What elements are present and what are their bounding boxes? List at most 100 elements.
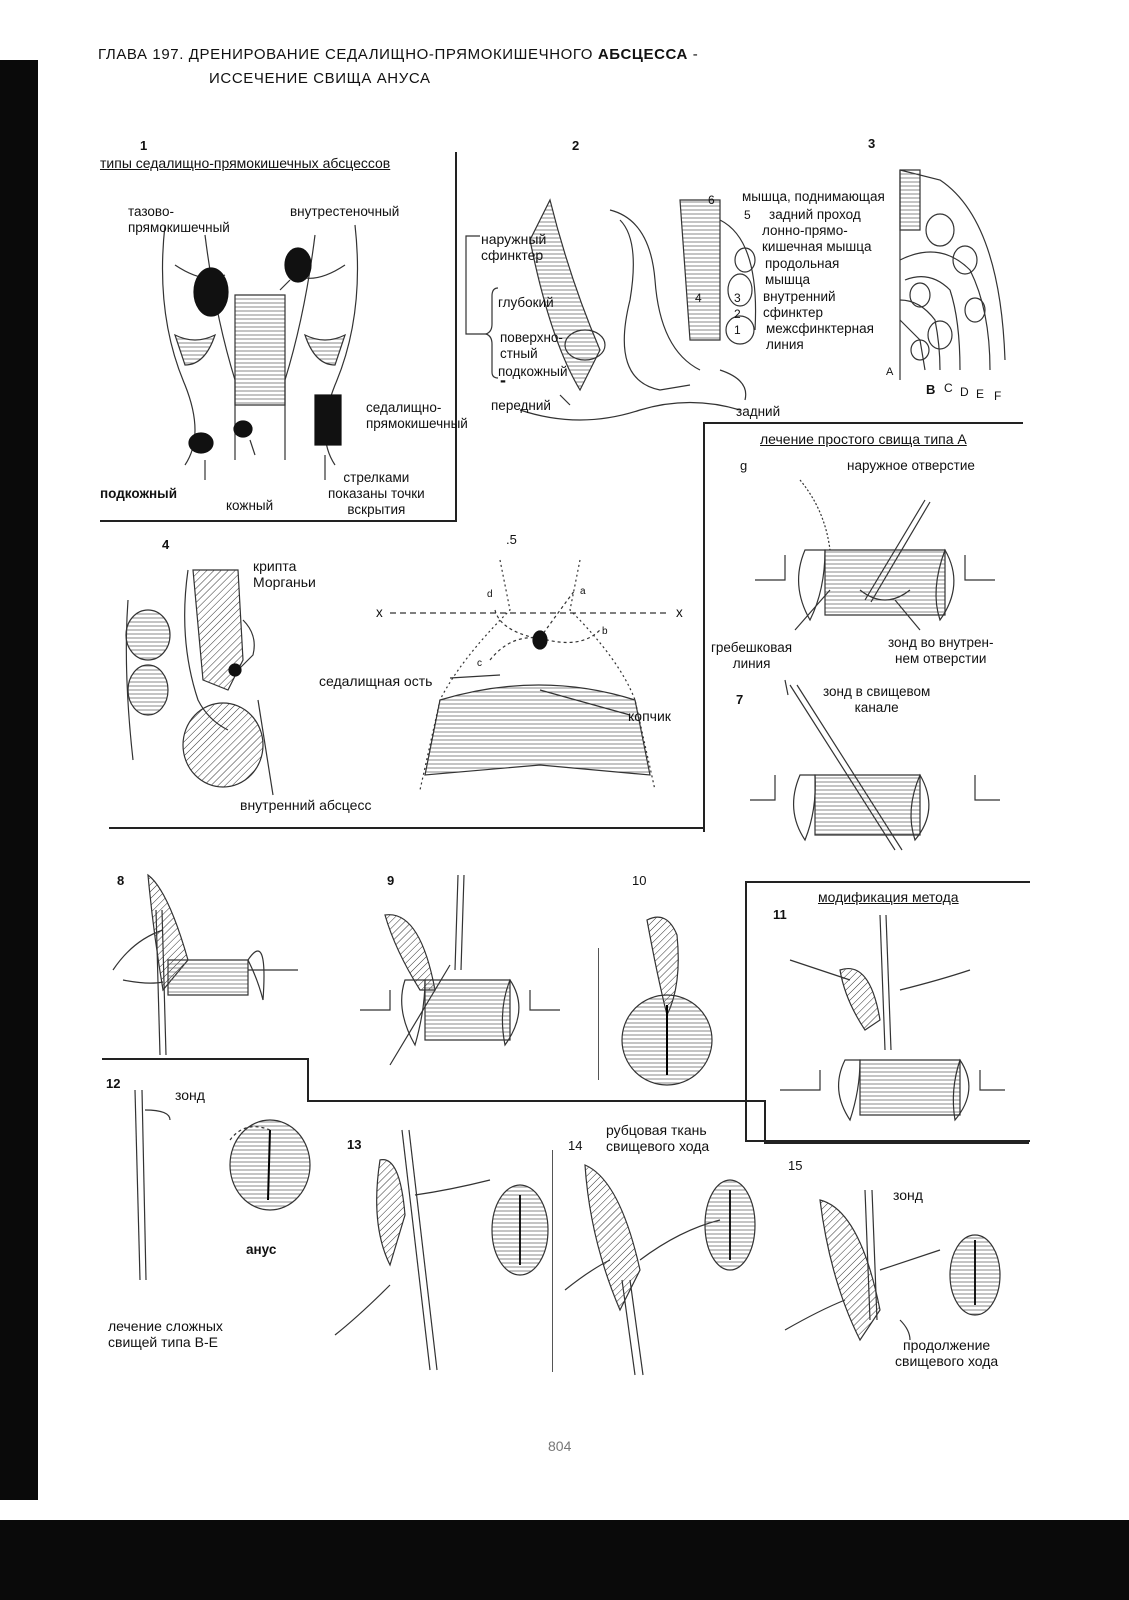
chapter-heading-line1: ГЛАВА 197. ДРЕНИРОВАНИЕ СЕДАЛИЩНО-ПРЯМОК… (98, 47, 698, 63)
simple-fistula-top-border (703, 422, 1023, 424)
fig15-number: 15 (788, 1158, 803, 1173)
fig1-title: типы седалищно-прямокишечных абсцессов (100, 155, 391, 171)
row2-bottom-border (109, 827, 704, 829)
fig4-illustration (125, 569, 274, 796)
fig12-top-border (102, 1058, 307, 1060)
fig3-letter-b: B (926, 382, 936, 397)
fig8-number: 8 (117, 873, 125, 888)
label-scar-tissue: рубцовая ткань свищевого хода (606, 1122, 710, 1154)
modification-left-border (745, 881, 747, 1141)
fig3-letter-f: F (994, 389, 1002, 403)
label-ischiorectal: седалищно- прямокишечный (366, 400, 468, 431)
label-intramural: внутрестеночный (290, 204, 400, 219)
label-probe-internal: зонд во внутрен- нем отверстии (888, 635, 994, 666)
label-puborectal: лонно-прямо- кишечная мышца (762, 223, 872, 254)
label-anus: анус (246, 1242, 277, 1257)
fig15-illustration (784, 1189, 1001, 1342)
fig10-number: 10 (632, 873, 647, 888)
row4-top-border (307, 1100, 765, 1102)
label-crypt: крипта Морганьи (253, 558, 316, 590)
ischiorectal-abscess (314, 394, 342, 446)
simple-fistula-left-border (703, 422, 705, 832)
fig12-right-border (307, 1058, 309, 1100)
fig5-x-left: x (376, 605, 383, 620)
fig1-number: 1 (140, 138, 148, 153)
pelvirectal-abscess (193, 267, 229, 317)
modification-title: модификация метода (818, 889, 959, 905)
intramural-abscess (284, 247, 312, 283)
cutaneous-abscess (233, 420, 253, 438)
label-pelvirectal: тазово- прямокишечный (128, 204, 230, 235)
fig11-number: 11 (773, 907, 787, 922)
fig9-illustration (360, 874, 560, 1066)
fig1-right-border (455, 152, 457, 522)
fig3-num-2: 2 (734, 307, 741, 321)
fig9-number: 9 (387, 873, 395, 888)
fig3-illustration (899, 169, 1006, 380)
label-continuation: продолжение свищевого хода (895, 1337, 999, 1369)
label-intersphincteric: межсфинктерная линия (766, 321, 874, 352)
label-internal-sphincter: внутренний сфинктер (763, 289, 836, 320)
fig5-letter-b: b (602, 626, 608, 637)
label-probe-12: зонд (175, 1087, 205, 1103)
label-subcutaneous-2: подкожный (498, 364, 568, 379)
fig5-illustration (390, 559, 670, 791)
fig6-illustration (755, 479, 995, 631)
fig12-number: 12 (106, 1076, 121, 1091)
fig3-letter-c: C (944, 381, 953, 395)
fig3-num-1: 1 (734, 323, 741, 337)
fig3-letter-d: D (960, 385, 969, 399)
fig13-number: 13 (347, 1137, 362, 1152)
binding-edge (0, 60, 38, 1500)
fig6-number: g (740, 458, 748, 473)
modification-bottom-border (745, 1140, 1030, 1142)
label-dash: - (500, 370, 506, 390)
label-posterior-passage: задний проход (769, 207, 861, 222)
label-probe-15: зонд (893, 1187, 923, 1203)
fig5-letter-c: c (477, 658, 482, 669)
fig7-number: 7 (736, 692, 744, 707)
fig7-illustration (750, 679, 1000, 851)
fig14-illustration (564, 1164, 756, 1376)
label-posterior: задний (736, 404, 781, 419)
fig10-illustration (621, 916, 713, 1086)
label-deep: глубокий (498, 295, 554, 310)
modification-top-border (745, 881, 1030, 883)
simple-fistula-title: лечение простого свища типа А (760, 431, 967, 447)
label-external-opening: наружное отверстие (847, 458, 975, 473)
row4-right-border (764, 1142, 1029, 1144)
label-subcutaneous: подкожный (100, 486, 177, 501)
chapter-heading-line2: ИССЕЧЕНИЕ СВИЩА АНУСА (209, 70, 431, 87)
label-internal-abscess: внутренний абсцесс (240, 797, 372, 813)
label-anterior: передний (491, 398, 551, 413)
label-cutaneous: кожный (226, 498, 274, 513)
fig2-number: 2 (572, 138, 580, 153)
label-superficial: поверхно- стный (500, 330, 563, 361)
fig3-num-3: 3 (734, 291, 741, 305)
fig2-illustration (519, 198, 757, 421)
fig5-letter-a: a (580, 586, 586, 597)
label-external-sphincter: наружный сфинктер (481, 231, 547, 263)
fig11-illustration (780, 914, 1005, 1122)
fig3-number: 3 (868, 136, 876, 151)
label-coccyx: копчик (628, 708, 671, 724)
fig3-letter-a: A (886, 366, 894, 378)
heading-prefix: ГЛАВА 197. ДРЕНИРОВАНИЕ СЕДАЛИЩНО-ПРЯМОК… (98, 46, 594, 63)
heading-bold: АБСЦЕССА (597, 46, 688, 63)
label-arrows-note: стрелками показаны точки вскрытия (328, 470, 425, 517)
fig4-number: 4 (162, 537, 170, 552)
fig14-divider (552, 1150, 553, 1372)
label-longitudinal: продольная мышца (765, 256, 840, 287)
fig5-x-right: x (676, 605, 683, 620)
fig8-illustration (112, 873, 298, 1056)
fig12-illustration (134, 1089, 311, 1281)
fig1-bottom-border (100, 520, 456, 522)
fig3-num-4: 4 (695, 291, 702, 305)
bracket-sphincter (465, 235, 499, 379)
heading-suffix: - (692, 46, 699, 63)
label-pectinate: гребешковая линия (711, 640, 793, 671)
label-levator: мышца, поднимающая (742, 189, 885, 204)
fig9-divider (598, 948, 599, 1080)
fig3-letter-e: E (976, 387, 985, 401)
row4-right-top (764, 1100, 766, 1142)
